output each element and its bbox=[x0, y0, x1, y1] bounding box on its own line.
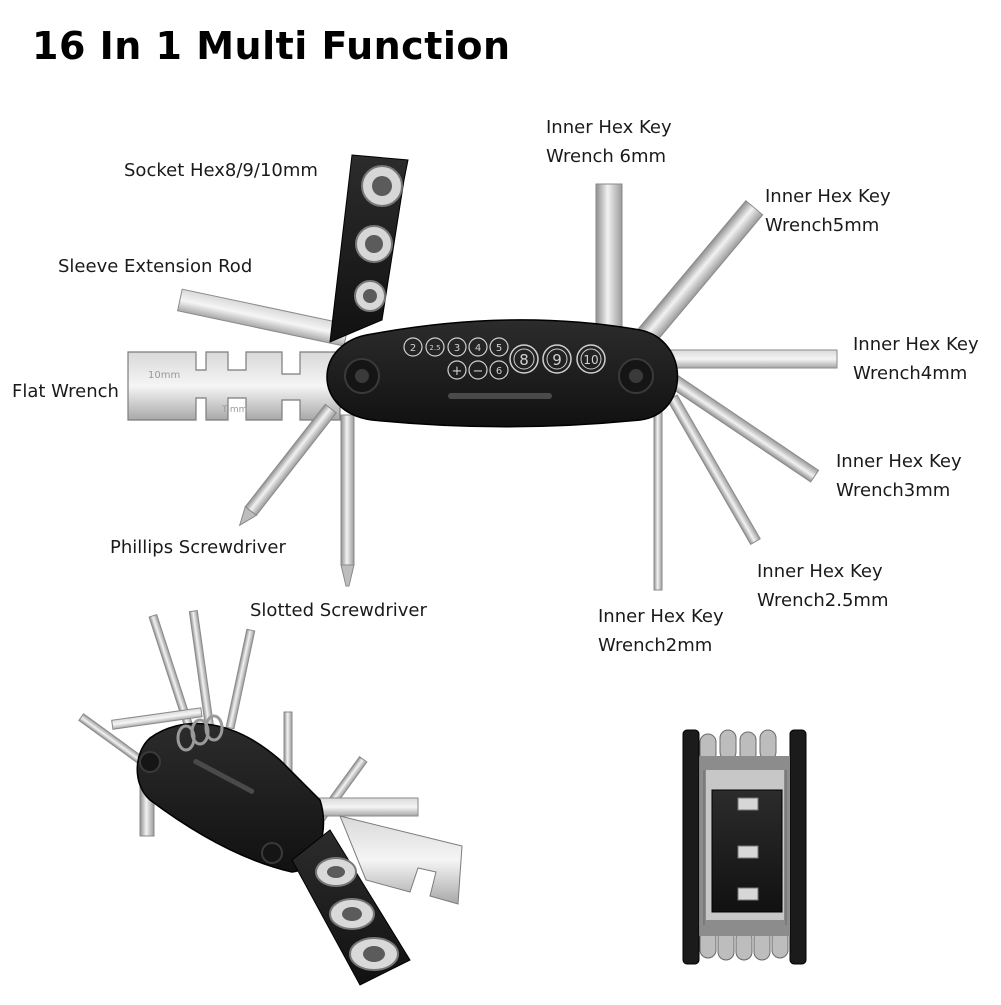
label-socket-hex-text: Socket Hex8/9/10mm bbox=[124, 160, 318, 181]
marking-2-5: 2.5 bbox=[429, 344, 440, 352]
label-hex-3mm: Inner Hex Key Wrench3mm bbox=[836, 447, 962, 505]
angled-view-sockets bbox=[315, 857, 399, 971]
label-socket-hex: Socket Hex8/9/10mm bbox=[124, 156, 318, 185]
label-flat-wrench: Flat Wrench bbox=[12, 377, 119, 406]
label-hex-4mm: Inner Hex Key Wrench4mm bbox=[853, 330, 979, 388]
label-hex-3mm-line2: Wrench3mm bbox=[836, 480, 951, 501]
label-hex-4mm-line2: Wrench4mm bbox=[853, 363, 968, 384]
label-hex-2mm: Inner Hex Key Wrench2mm bbox=[598, 602, 724, 660]
label-slotted-screwdriver: Slotted Screwdriver bbox=[250, 596, 427, 625]
marking-small-hex: 2 2.5 3 4 5 bbox=[403, 337, 509, 357]
socket-8mm bbox=[354, 280, 386, 312]
label-hex-6mm-line1: Inner Hex Key bbox=[546, 117, 672, 138]
hex-key-2mm bbox=[653, 409, 663, 591]
marking-5: 5 bbox=[496, 343, 502, 354]
hex-key-5mm bbox=[635, 199, 764, 346]
sleeve-extension-rod bbox=[177, 288, 350, 347]
marking-6: 6 bbox=[496, 366, 502, 377]
marking-10: 10 bbox=[583, 353, 598, 367]
hex-key-6mm bbox=[595, 183, 623, 345]
marking-8: 8 bbox=[519, 351, 529, 369]
pivot-bolt-right bbox=[618, 358, 654, 394]
slotted-screwdriver bbox=[340, 414, 355, 587]
label-hex-5mm-line2: Wrench5mm bbox=[765, 215, 880, 236]
angled-view-keys bbox=[78, 610, 463, 905]
label-hex-4mm-line1: Inner Hex Key bbox=[853, 334, 979, 355]
label-hex-6mm-line2: Wrench 6mm bbox=[546, 146, 667, 167]
label-hex-6mm: Inner Hex Key Wrench 6mm bbox=[546, 113, 672, 171]
tool-folded-view bbox=[682, 729, 807, 965]
hex-key-2-5mm bbox=[666, 394, 761, 545]
label-slotted-screwdriver-text: Slotted Screwdriver bbox=[250, 600, 427, 621]
label-hex-2mm-line2: Wrench2mm bbox=[598, 635, 713, 656]
label-hex-5mm: Inner Hex Key Wrench5mm bbox=[765, 182, 891, 240]
label-hex-2mm-line1: Inner Hex Key bbox=[598, 606, 724, 627]
marking-2: 2 bbox=[410, 343, 416, 354]
marking-4: 4 bbox=[475, 343, 481, 354]
flat-wrench: 10mm T-mm bbox=[127, 351, 341, 421]
tool-body: 2 2.5 3 4 5 + − 6 bbox=[326, 319, 679, 428]
label-flat-wrench-text: Flat Wrench bbox=[12, 381, 119, 402]
label-phillips-screwdriver: Phillips Screwdriver bbox=[110, 533, 286, 562]
hex-key-4mm bbox=[661, 349, 838, 369]
body-slot bbox=[448, 393, 552, 399]
marking-3: 3 bbox=[454, 343, 460, 354]
main-tool: 10mm T-mm bbox=[127, 154, 838, 591]
label-phillips-screwdriver-text: Phillips Screwdriver bbox=[110, 537, 286, 558]
label-hex-2-5mm: Inner Hex Key Wrench2.5mm bbox=[757, 557, 888, 615]
label-hex-2-5mm-line1: Inner Hex Key bbox=[757, 561, 883, 582]
svg-text:10mm: 10mm bbox=[148, 370, 180, 381]
socket-arm bbox=[329, 154, 409, 343]
svg-text:T-mm: T-mm bbox=[221, 405, 247, 415]
socket-10mm bbox=[361, 165, 403, 207]
label-hex-2-5mm-line2: Wrench2.5mm bbox=[757, 590, 889, 611]
phillips-screwdriver bbox=[238, 403, 338, 527]
label-sleeve-extension-rod: Sleeve Extension Rod bbox=[58, 252, 252, 281]
marking-slotted: − bbox=[473, 364, 484, 379]
marking-9: 9 bbox=[552, 351, 562, 369]
socket-9mm bbox=[355, 225, 393, 263]
marking-screwdrivers: + − 6 bbox=[447, 360, 509, 380]
marking-phillips: + bbox=[452, 364, 463, 379]
label-hex-5mm-line1: Inner Hex Key bbox=[765, 186, 891, 207]
tool-angled-view bbox=[78, 610, 463, 986]
label-hex-3mm-line1: Inner Hex Key bbox=[836, 451, 962, 472]
label-sleeve-extension-rod-text: Sleeve Extension Rod bbox=[58, 256, 253, 277]
pivot-bolt-left bbox=[344, 358, 380, 394]
marking-sockets: 8 9 10 bbox=[509, 344, 606, 374]
page-title: 16 In 1 Multi Function bbox=[32, 24, 511, 68]
